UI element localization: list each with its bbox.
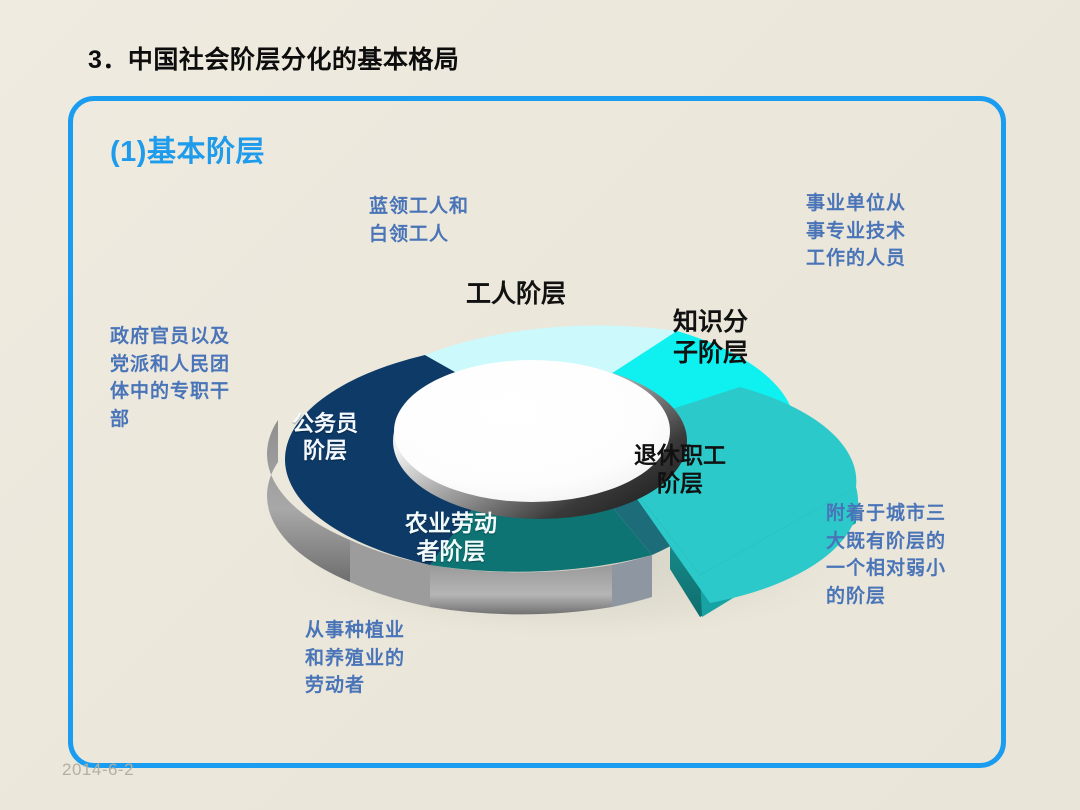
annotation-intellectual: 事业单位从 事专业技术 工作的人员 xyxy=(806,193,907,270)
slice-side-farmer xyxy=(430,565,612,615)
slice-label-retired: 退休职工 阶层 xyxy=(634,442,726,497)
page-title: 3．中国社会阶层分化的基本格局 xyxy=(88,46,460,74)
slice-side-civil-servant-b xyxy=(350,540,430,607)
slice-side-civil-servant xyxy=(266,420,350,582)
content-frame xyxy=(68,96,1006,768)
pie-chart xyxy=(240,235,880,643)
slice-label-worker: 工人阶层 xyxy=(466,280,567,308)
slice-label-farmer: 农业劳动 者阶层 xyxy=(405,510,497,565)
slice-label-intellectual: 知识分 子阶层 xyxy=(673,308,749,367)
annotation-farmer: 从事种植业 和养殖业的 劳动者 xyxy=(305,620,406,697)
doughnut-hole-top xyxy=(394,360,670,502)
section-heading: (1)基本阶层 xyxy=(110,136,265,168)
footer-date: 2014-6-2 xyxy=(62,760,135,779)
annotation-civil-servant: 政府官员以及 党派和人民团 体中的专职干 部 xyxy=(110,326,231,430)
slice-top-retired-lower xyxy=(592,435,859,603)
annotation-worker: 蓝领工人和 白领工人 xyxy=(369,196,470,245)
annotation-retired: 附着于城市三 大既有阶层的 一个相对弱小 的阶层 xyxy=(826,503,947,607)
slice-side-connector xyxy=(612,555,652,607)
slice-label-civil-servant: 公务员 阶层 xyxy=(292,411,359,463)
